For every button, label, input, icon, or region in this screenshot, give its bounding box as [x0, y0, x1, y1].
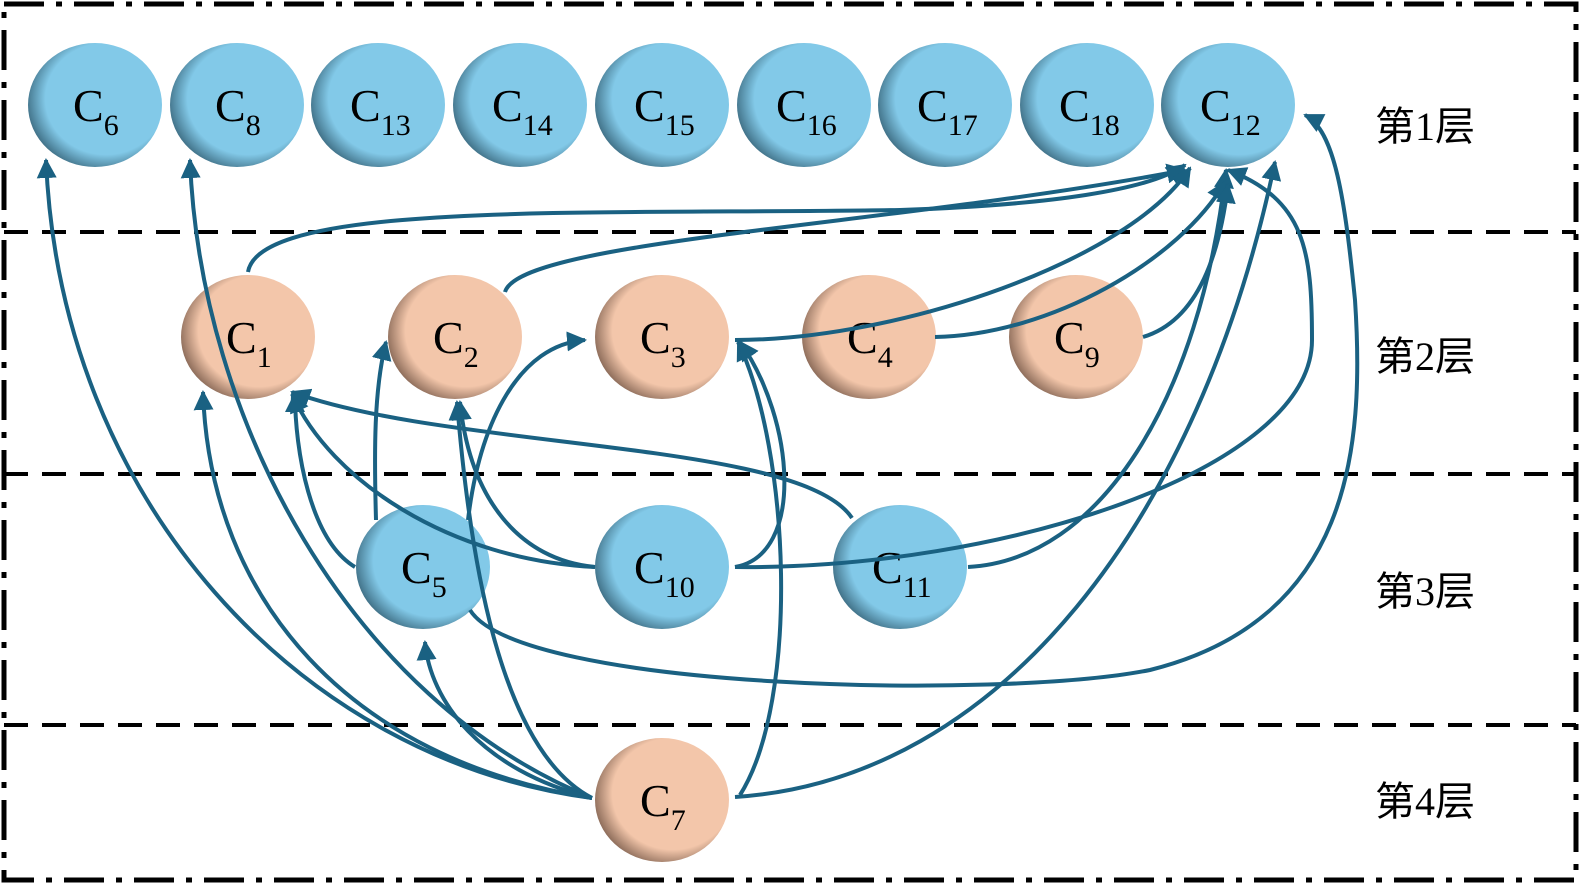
node-circle — [1161, 43, 1295, 167]
node-label: C10 — [634, 542, 695, 604]
node-label: C1 — [226, 312, 272, 374]
edge-c2-to-c12 — [503, 163, 1187, 293]
node-circle — [388, 275, 522, 399]
node-c1: C1 — [181, 275, 315, 399]
edge-c7-to-c3 — [736, 340, 784, 797]
node-c15: C15 — [595, 43, 729, 167]
node-circle — [802, 275, 936, 399]
node-label: C11 — [872, 542, 932, 604]
edge-c7-to-c6 — [36, 158, 593, 800]
node-c12: C12 — [1161, 43, 1295, 167]
node-circle — [311, 43, 445, 167]
node-label: C7 — [640, 775, 686, 837]
node-c13: C13 — [311, 43, 445, 167]
node-label: C16 — [776, 80, 837, 142]
node-label: C4 — [847, 312, 893, 374]
node-label: C8 — [215, 80, 261, 142]
node-circle — [595, 738, 729, 862]
node-c10: C10 — [595, 505, 729, 629]
node-c9: C9 — [1009, 275, 1143, 399]
edge-c10-to-c2 — [451, 400, 596, 569]
edge-c10-to-c1 — [290, 392, 596, 569]
edge-c11-to-c1 — [290, 388, 854, 520]
node-label: C13 — [350, 80, 411, 142]
node-circle — [878, 43, 1012, 167]
edge-c5-to-c1 — [285, 392, 357, 569]
node-c3: C3 — [595, 275, 729, 399]
node-c8: C8 — [170, 43, 304, 167]
node-circle — [1020, 43, 1154, 167]
node-circle — [595, 275, 729, 399]
edge-c5-to-c12 — [468, 113, 1360, 688]
node-c7: C7 — [595, 738, 729, 862]
edge-c7-to-c8 — [180, 158, 593, 800]
node-circle — [833, 505, 967, 629]
edge-c1-to-c12 — [246, 163, 1187, 273]
node-circle — [28, 43, 162, 167]
node-label: C18 — [1059, 80, 1120, 142]
node-label: C14 — [492, 80, 553, 142]
node-c2: C2 — [388, 275, 522, 399]
node-label: C2 — [433, 312, 479, 374]
layer-label: 第1层 — [1375, 104, 1475, 149]
node-c14: C14 — [453, 43, 587, 167]
edge-c5-to-c3 — [466, 331, 587, 521]
edge-c9-to-c12 — [1142, 183, 1236, 339]
node-c16: C16 — [737, 43, 871, 167]
edge-c7-to-c5 — [416, 640, 593, 800]
edge-c10-to-c12 — [734, 167, 1315, 570]
edge-c3-to-c12 — [734, 166, 1192, 342]
node-c11: C11 — [833, 505, 967, 629]
layer-label: 第3层 — [1375, 569, 1475, 614]
node-circle — [170, 43, 304, 167]
node-c6: C6 — [28, 43, 162, 167]
node-label: C5 — [401, 542, 447, 604]
node-label: C15 — [634, 80, 695, 142]
node-circle — [737, 43, 871, 167]
layer-label: 第4层 — [1375, 779, 1475, 824]
node-circle — [181, 275, 315, 399]
node-circle — [595, 43, 729, 167]
edge-c7-to-c1 — [193, 390, 593, 800]
node-label: C17 — [917, 80, 978, 142]
node-circle — [1009, 275, 1143, 399]
edge-c4-to-c12 — [934, 180, 1227, 339]
node-c17: C17 — [878, 43, 1012, 167]
node-circle — [453, 43, 587, 167]
layer-label: 第2层 — [1375, 334, 1475, 379]
node-label: C6 — [73, 80, 119, 142]
edge-c5-to-c2 — [371, 340, 392, 521]
edge-c7-to-c12 — [734, 160, 1282, 799]
edge-c10-to-c3 — [734, 340, 787, 569]
node-label: C9 — [1054, 312, 1100, 374]
node-c18: C18 — [1020, 43, 1154, 167]
node-label: C3 — [640, 312, 686, 374]
node-label: C12 — [1200, 80, 1261, 142]
node-circle — [595, 505, 729, 629]
node-c4: C4 — [802, 275, 936, 399]
edge-c7-to-c2 — [448, 400, 593, 800]
